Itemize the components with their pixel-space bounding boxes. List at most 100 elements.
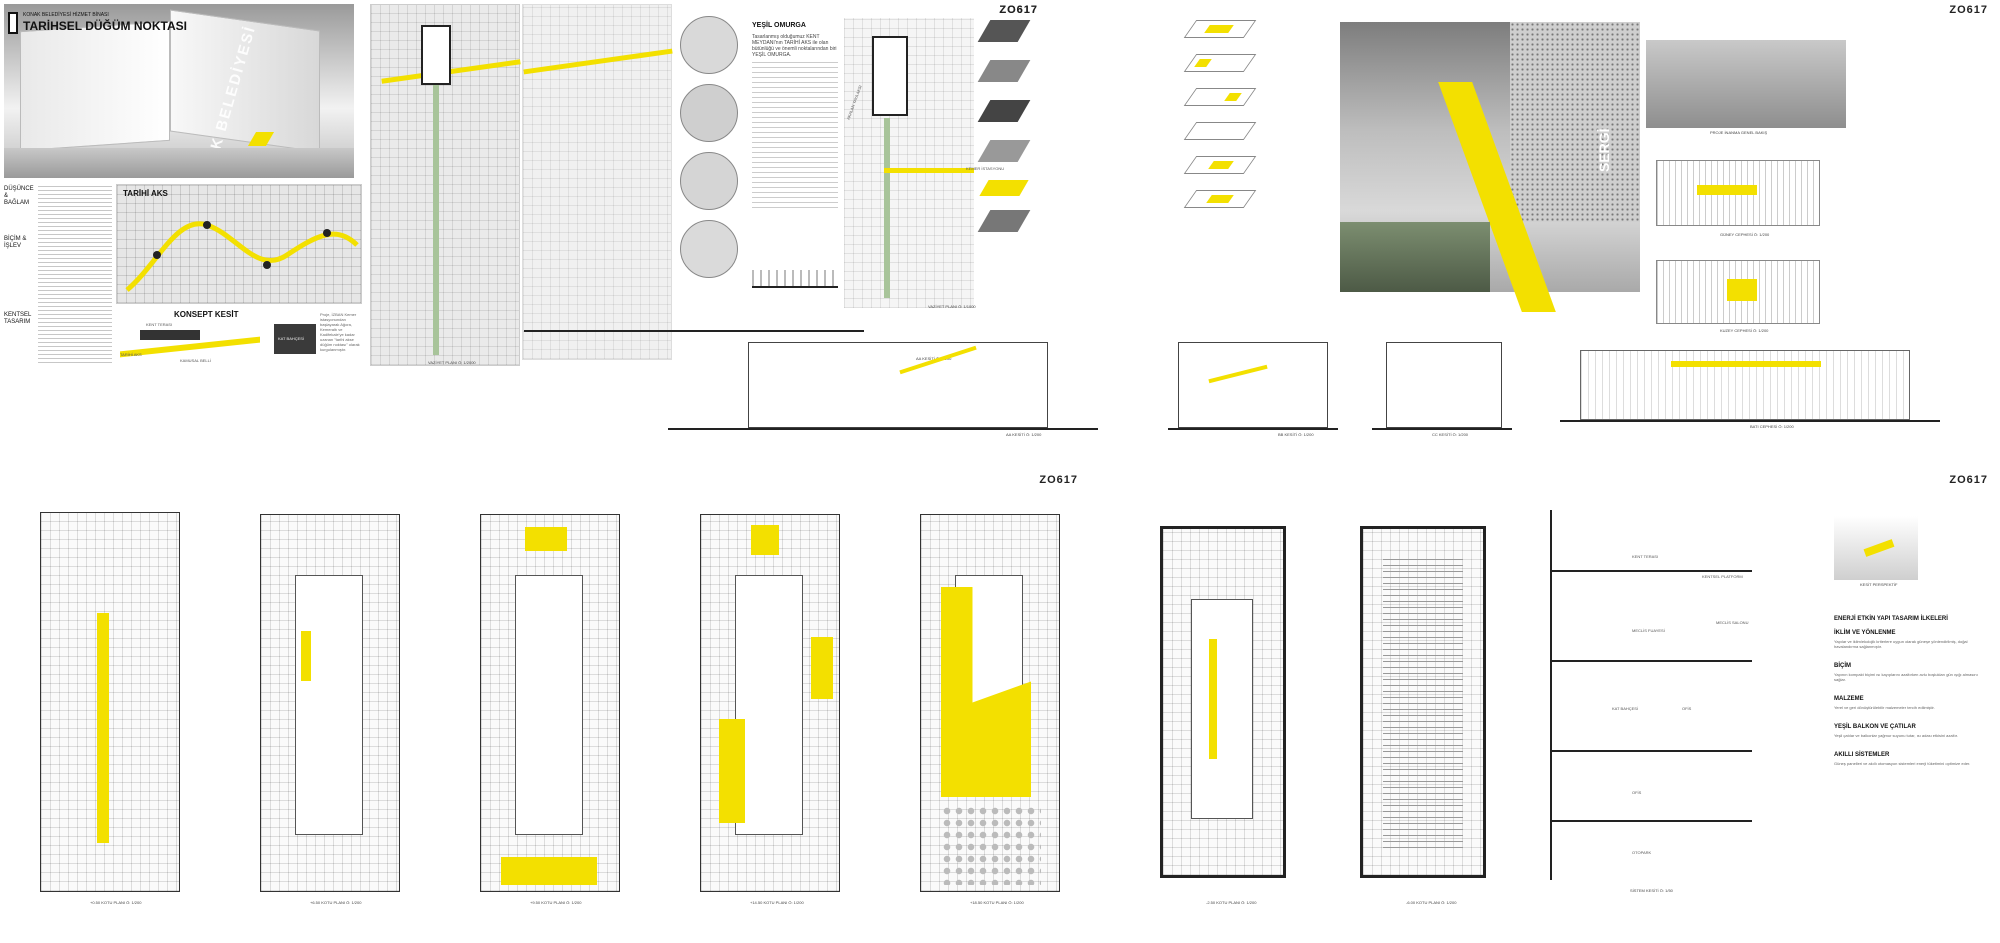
basement-2-caption: -6.00 KOTU PLANI Ö: 1/200 bbox=[1406, 900, 1457, 905]
cc-caption: CC KESİTİ Ö: 1/200 bbox=[1432, 432, 1469, 437]
b2-parking bbox=[1383, 559, 1463, 849]
persp-yellow bbox=[1863, 539, 1895, 557]
green-spine-title: YEŞİL OMURGA bbox=[752, 22, 806, 29]
label-meclis-salonu: MECLİS SALONU bbox=[1716, 620, 1749, 625]
slab-3 bbox=[1552, 750, 1752, 752]
zoom-map bbox=[522, 4, 673, 360]
building-volume bbox=[20, 20, 170, 152]
detail-bubble-2 bbox=[680, 84, 738, 142]
floor-axo-5 bbox=[1183, 156, 1257, 174]
label-ofis-2: OFİS bbox=[1632, 790, 1642, 795]
principle-5-title: AKILLI SİSTEMLER bbox=[1834, 752, 1890, 758]
floor-plan-4 bbox=[700, 514, 840, 892]
north-elevation bbox=[1656, 260, 1820, 324]
board-code: ZO617 bbox=[999, 4, 1038, 16]
floor-axo-3 bbox=[1183, 88, 1257, 106]
concept-section-title: KONSEPT KESİT bbox=[174, 310, 239, 319]
interior-render: SERGİ bbox=[1340, 22, 1640, 312]
section-label-urban: KENTSEL TASARIM bbox=[4, 312, 32, 325]
plan3-court bbox=[515, 575, 583, 835]
perspective-caption: KESİT PERSPEKTİF bbox=[1860, 582, 1898, 587]
south-elevation bbox=[1656, 160, 1820, 226]
slab-4 bbox=[1552, 820, 1752, 822]
aa-caption: AA KESİTİ Ö: 1/200 bbox=[1006, 432, 1042, 437]
label-otopark: OTOPARK bbox=[1632, 850, 1652, 855]
floor-axo-1 bbox=[1183, 20, 1257, 38]
elevation-strip bbox=[752, 270, 838, 288]
board-code: ZO617 bbox=[999, 4, 1038, 16]
west-yellow bbox=[1671, 361, 1821, 367]
north-yellow bbox=[1727, 279, 1757, 301]
principle-3-title: MALZEME bbox=[1834, 696, 1864, 702]
logo-mark bbox=[8, 12, 18, 34]
floor-plan-5 bbox=[920, 514, 1060, 892]
system-section-caption: SİSTEM KESİTİ Ö: 1/50 bbox=[1630, 888, 1673, 893]
bb-caption: BB KESİTİ Ö: 1/200 bbox=[1278, 432, 1314, 437]
floor-axo-6 bbox=[1183, 190, 1257, 208]
aa-building bbox=[748, 342, 1048, 428]
basement-1-caption: -2.50 KOTU PLANI Ö: 1/200 bbox=[1206, 900, 1257, 905]
board-3: ZO617 bbox=[676, 0, 1050, 372]
section-bb-drawing: BB KESİTİ Ö: 1/200 bbox=[1168, 332, 1338, 442]
label-ofis-1: OFİS bbox=[1682, 706, 1692, 711]
label-meclis-fuayesi: MECLİS FUAYESİ bbox=[1632, 628, 1665, 633]
aa-ground bbox=[668, 428, 1098, 430]
label-kentsel-platform: KENTSEL PLATFORM bbox=[1702, 574, 1743, 579]
section-cc-drawing: CC KESİTİ Ö: 1/200 bbox=[1372, 332, 1512, 442]
site-plan-large bbox=[370, 4, 521, 366]
south-caption: GÜNEY CEPHESİ Ö: 1/200 bbox=[1720, 232, 1770, 237]
board-code: ZO617 bbox=[1949, 474, 1988, 486]
section-perspective bbox=[1834, 516, 1918, 580]
west-elevation: BATI CEPHESİ Ö: 1/200 bbox=[1560, 344, 1940, 430]
plan3-yellow-bottom bbox=[501, 857, 597, 885]
plan3-yellow-top bbox=[525, 527, 567, 551]
bb-ground bbox=[1168, 428, 1338, 430]
concept-label-1: KENT TERASI bbox=[146, 322, 173, 327]
floor-plan-basement-2 bbox=[1360, 526, 1486, 878]
principle-2-title: BİÇİM bbox=[1834, 663, 1851, 669]
concept-label-4: KAMUSAL BELLİ bbox=[180, 358, 211, 363]
principles-column: ENERJİ ETKİN YAPI TASARIM İLKELERİ İKLİM… bbox=[1834, 616, 1984, 926]
concept-dark-band bbox=[140, 330, 200, 340]
plan4-yellow-1 bbox=[751, 525, 779, 555]
north-caption: KUZEY CEPHESİ Ö: 1/200 bbox=[1720, 328, 1769, 333]
board-4: ZO617 SERGİ PROJE İNANMA GENEL BAKIŞ GÜN… bbox=[1340, 0, 2000, 372]
section-label-form: BİÇİM & İŞLEV bbox=[4, 236, 27, 249]
floor-axo-2 bbox=[1183, 54, 1257, 72]
plan-2-caption: +6.50 KOTU PLANI Ö: 1/200 bbox=[310, 900, 362, 905]
principle-3-body: Yerel ve geri dönüştürülebilir malzemele… bbox=[1834, 705, 1935, 710]
floor-plan-3 bbox=[480, 514, 620, 892]
principle-1-title: İKLİM VE YÖNLENME bbox=[1834, 630, 1896, 636]
plan-4-caption: +14.50 KOTU PLANI Ö: 1/200 bbox=[750, 900, 804, 905]
west-body bbox=[1580, 350, 1910, 420]
historic-axis-map: TARİHİ AKS bbox=[116, 184, 362, 304]
site-plan-caption: VAZİYET PLANI Ö: 1/2000 bbox=[428, 360, 476, 365]
plan2-court bbox=[295, 575, 363, 835]
plan4-court bbox=[735, 575, 803, 835]
text-column bbox=[38, 186, 112, 366]
principle-1-body: Yapılar ve iklim/ekolojik kriterlere uyg… bbox=[1834, 639, 1968, 649]
green-spine-text: Tasarlanmış olduğumuz KENT MEYDANI'nın T… bbox=[752, 34, 837, 58]
project-title: TARİHSEL DÜĞÜM NOKTASI bbox=[23, 19, 187, 33]
label-kent-terasi: KENT TERASI bbox=[1632, 554, 1659, 559]
plan1-grid bbox=[41, 513, 179, 891]
concept-note-visible: Proje, İZBAN Kemer istasyonundan başlaya… bbox=[320, 312, 360, 352]
green-platform bbox=[1340, 222, 1490, 292]
plan4-yellow-2 bbox=[719, 719, 745, 823]
floor-plan-basement-1 bbox=[1160, 526, 1286, 878]
board-5: ZO617 +0.50 KOTU PLANI Ö: 1/200 +6.50 KO… bbox=[0, 470, 1090, 943]
site2-yellow bbox=[884, 168, 974, 173]
perforated-facade bbox=[1510, 22, 1640, 222]
board-6: ZO617 -2.50 KOTU PLANI Ö: 1/200 -6.00 KO… bbox=[1090, 470, 2000, 943]
exterior-render: KONAK BELEDİYESİ bbox=[4, 4, 354, 202]
site-plan-2 bbox=[844, 18, 974, 308]
floor-axo-stack bbox=[1180, 20, 1280, 230]
slab-2 bbox=[1552, 660, 1752, 662]
cc-building bbox=[1386, 342, 1502, 428]
board-1: KONAK BELEDİYESİ KONAK BELEDİYESİ HİZMET… bbox=[0, 0, 368, 372]
plan-5-caption: +18.50 KOTU PLANI Ö: 1/200 bbox=[970, 900, 1024, 905]
site-plan-caption-2: VAZİYET PLANI Ö: 1/1000 bbox=[928, 304, 976, 309]
map-title: TARİHİ AKS bbox=[123, 189, 168, 198]
b1-court bbox=[1191, 599, 1253, 819]
label-kat-bahcesi: KAT BAHÇESİ bbox=[1612, 706, 1639, 711]
